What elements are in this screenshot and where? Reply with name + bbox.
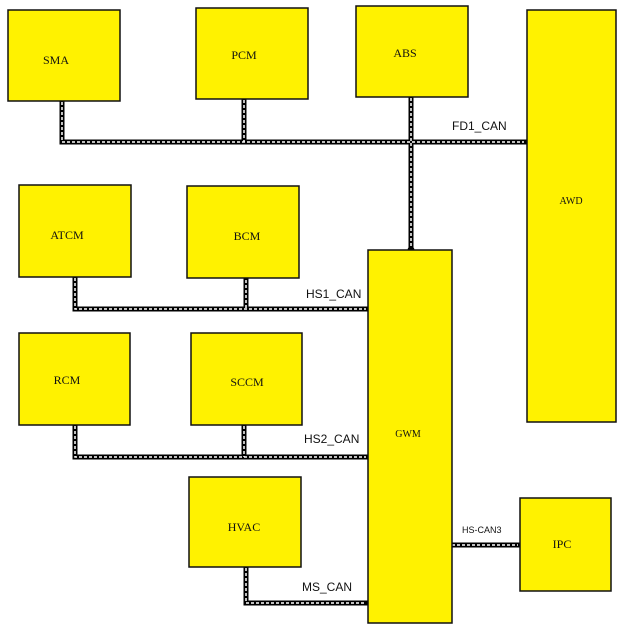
bus-hs1-can xyxy=(72,275,369,312)
node-sma[interactable]: SMA xyxy=(7,9,121,102)
node-pcm-box xyxy=(195,7,309,100)
bus-ms-can xyxy=(243,565,369,606)
node-hvac-box xyxy=(188,476,302,568)
node-bcm-label: BCM xyxy=(234,229,261,243)
node-sccm[interactable]: SCCM xyxy=(190,332,303,426)
bus-label-hs1-can: HS1_CAN xyxy=(306,287,361,301)
node-sma-box xyxy=(7,9,121,102)
node-ipc-box xyxy=(519,497,612,592)
node-gwm-box xyxy=(367,249,453,624)
node-awd[interactable]: AWD xyxy=(526,9,617,423)
node-abs-label: ABS xyxy=(393,46,416,60)
bus-fd1-can xyxy=(59,95,527,254)
node-abs[interactable]: ABS xyxy=(355,5,469,98)
node-sccm-label: SCCM xyxy=(230,375,264,389)
node-rcm[interactable]: RCM xyxy=(18,332,131,426)
node-sma-label: SMA xyxy=(43,53,69,67)
node-awd-box xyxy=(526,9,617,423)
node-pcm-label: PCM xyxy=(231,48,257,62)
node-awd-label: AWD xyxy=(559,196,582,207)
bus-label-ms-can: MS_CAN xyxy=(302,580,352,594)
node-hvac-label: HVAC xyxy=(228,520,260,534)
node-pcm[interactable]: PCM xyxy=(195,7,309,100)
node-bcm[interactable]: BCM xyxy=(186,185,300,279)
node-abs-box xyxy=(355,5,469,98)
node-bcm-box xyxy=(186,185,300,279)
node-gwm-label: GWM xyxy=(395,429,421,440)
bus-label-hs-can3: HS-CAN3 xyxy=(462,525,502,535)
node-sccm-box xyxy=(190,332,303,426)
bus-label-fd1-can: FD1_CAN xyxy=(452,119,507,133)
node-atcm-box xyxy=(18,184,132,278)
node-atcm-label: ATCM xyxy=(50,228,84,242)
node-ipc-label: IPC xyxy=(553,537,572,551)
node-rcm-box xyxy=(18,332,131,426)
node-hvac[interactable]: HVAC xyxy=(188,476,302,568)
node-rcm-label: RCM xyxy=(54,373,81,387)
bus-label-hs2-can: HS2_CAN xyxy=(304,432,359,446)
node-gwm[interactable]: GWM xyxy=(367,249,453,624)
node-atcm[interactable]: ATCM xyxy=(18,184,132,278)
node-ipc[interactable]: IPC xyxy=(519,497,612,592)
bus-hs2-can xyxy=(72,423,369,460)
